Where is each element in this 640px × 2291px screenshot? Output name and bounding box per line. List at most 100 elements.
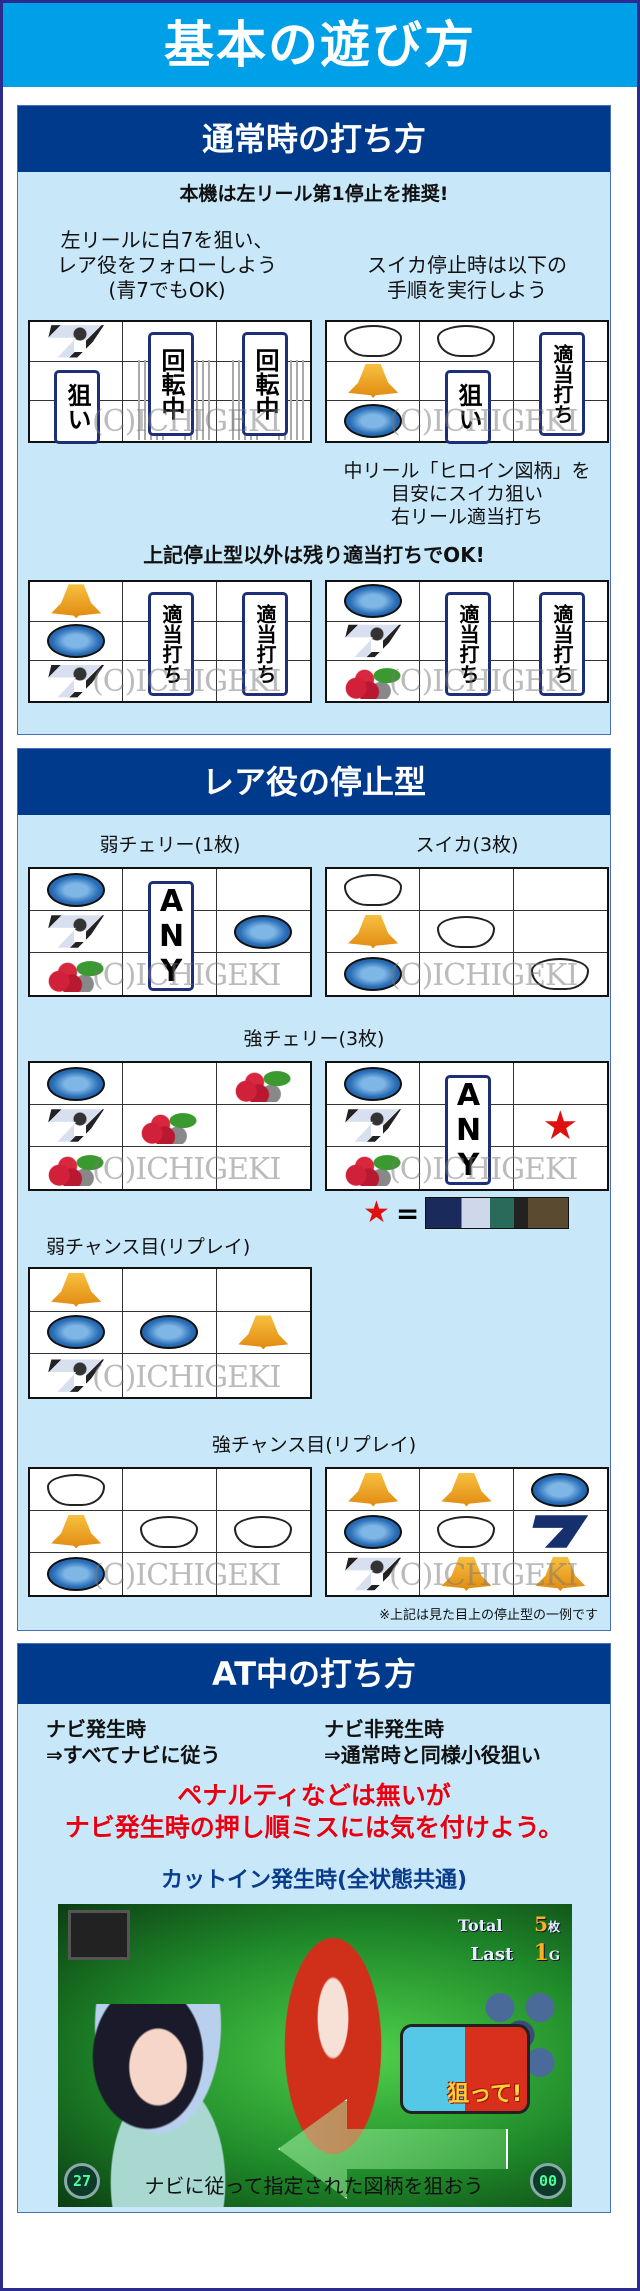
reel-cell: [30, 1147, 124, 1189]
cherry-symbol-icon: [235, 1065, 292, 1102]
bell-symbol-icon: [441, 1557, 492, 1591]
bell-symbol-icon: [441, 1472, 492, 1507]
reel-cell: [420, 869, 514, 911]
reel-cell: [216, 1063, 310, 1105]
reel-cell: [30, 621, 124, 662]
nerai-cutin-badge: 狙って!: [400, 2024, 530, 2114]
reel-cell: [327, 661, 421, 701]
reel-cell: [30, 1311, 124, 1355]
replay-symbol-icon: [344, 1514, 403, 1549]
white7-symbol-icon: [345, 624, 402, 658]
reel-cell: [513, 911, 607, 953]
watermelon-symbol-icon: [47, 1473, 106, 1506]
reel-cell: [30, 1269, 124, 1312]
reel-cell: [327, 1553, 421, 1595]
bell-symbol-icon: [348, 363, 399, 398]
cherry-symbol-icon: [48, 956, 105, 992]
bell-symbol-icon: [348, 1472, 399, 1507]
white7-symbol-icon: [48, 1109, 105, 1142]
tag-any: ANY: [148, 881, 194, 991]
white7-symbol-icon: [48, 915, 105, 948]
bell-symbol-icon: [535, 1557, 586, 1591]
reel-cell: [420, 1469, 514, 1511]
character-mayuri-image: [68, 2004, 268, 2207]
blue7-symbol-icon: [532, 1515, 589, 1548]
reel-cell: [30, 661, 124, 701]
replay-symbol-icon: [234, 914, 293, 949]
reel-cell: [327, 1105, 421, 1147]
pattern-label: 弱チェリー(1枚): [99, 834, 241, 856]
white7-symbol-icon: [345, 1557, 402, 1591]
pattern-label: 強チェリー(3枚): [243, 1028, 385, 1050]
reel-cell: [514, 1553, 607, 1595]
section-title: 通常時の打ち方: [18, 106, 610, 172]
reel-cell: [420, 1147, 514, 1189]
reel-cell: [216, 869, 310, 911]
white7-symbol-icon: [48, 664, 105, 698]
watermelon-symbol-icon: [234, 1515, 293, 1548]
reel-cell: [30, 1105, 124, 1147]
reel-cell: [30, 953, 124, 995]
white7-symbol-icon: [48, 1359, 105, 1392]
cherry-symbol-icon: [141, 1107, 198, 1144]
reel-cell: [216, 911, 310, 953]
watermelon-symbol-icon: [140, 1515, 199, 1548]
star-icon: ★: [542, 1105, 579, 1147]
reel-cell: [216, 1469, 310, 1511]
reel-cell: [327, 953, 421, 995]
reel-cell: [123, 1269, 217, 1312]
reel-grid-white7: 狙い 回転中 回転中 (C)ICHIGEKI: [28, 320, 312, 444]
reel-cell: [327, 361, 421, 402]
watermelon-symbol-icon: [437, 1515, 496, 1548]
reel-cell: [217, 1147, 310, 1189]
steins-gate-symbol-strip-icon: [425, 1197, 570, 1229]
reel-grid-other-2: 適当打ち 適当打ち (C)ICHIGEKI: [325, 580, 609, 703]
warning-line-2: ナビ発生時の押し順ミスには気を付けよう。: [64, 1813, 564, 1842]
section-title: レア役の停止型: [18, 749, 610, 815]
reel-cell: [420, 401, 514, 441]
right-caption: スイカ停止時は以下の 手順を実行しよう: [367, 253, 567, 302]
replay-symbol-icon: [344, 584, 403, 619]
reel-grid-strong-cherry-1: (C)ICHIGEKI: [28, 1061, 312, 1191]
reel-grid-watermelon: 狙い 適当打ち (C)ICHIGEKI: [325, 320, 609, 444]
left-counter: 27: [64, 2163, 100, 2199]
reel-cell: [420, 322, 514, 362]
reel-cell: [327, 911, 421, 953]
reel-cell: [123, 1553, 217, 1595]
cutin-caption: ナビに従って指定された図柄を狙おう: [144, 2174, 484, 2198]
section-at-play: AT中の打ち方 ナビ発生時 ⇒すべてナビに従う ナビ非発生時 ⇒通常時と同様小役…: [17, 1643, 611, 2213]
reel-grid-strong-chance-2: (C)ICHIGEKI: [325, 1467, 609, 1597]
reel-cell: [123, 1469, 217, 1511]
reel-cell: [420, 661, 514, 701]
reel-cell: [123, 1063, 217, 1105]
equals-sign: =: [395, 1196, 420, 1230]
reel-cell: [327, 869, 421, 911]
replay-symbol-icon: [47, 1066, 106, 1101]
reel-grid-weak-chance: (C)ICHIGEKI: [28, 1267, 312, 1399]
reel-cell: [513, 1511, 607, 1553]
warning-line-1: ペナルティなどは無いが: [177, 1781, 451, 1810]
tag-tekitou: 適当打ち: [148, 592, 194, 696]
pattern-label: 強チャンス目(リプレイ): [211, 1434, 417, 1456]
left-caption: 左リールに白7を狙い、 レア役をフォローしよう (青7でもOK): [57, 228, 277, 302]
tag-tekitou: 適当打ち: [539, 332, 585, 436]
footnote: ※上記は見た目上の停止型の一例です: [379, 1608, 598, 1623]
cherry-symbol-icon: [48, 1150, 105, 1186]
reel-grid-strong-cherry-2: ★ ANY (C)ICHIGEKI: [325, 1061, 609, 1191]
replay-symbol-icon: [344, 404, 403, 439]
tag-spinning: 回転中: [148, 332, 194, 436]
watermelon-symbol-icon: [437, 915, 496, 948]
reel-cell: [123, 401, 217, 441]
tag-any: ANY: [445, 1075, 491, 1185]
recommend-text: 本機は左リール第1停止を推奨!: [179, 183, 449, 205]
reel-cell: [30, 401, 124, 441]
replay-symbol-icon: [47, 1557, 106, 1591]
tag-spinning: 回転中: [242, 332, 288, 436]
reel-cell: [420, 1511, 514, 1553]
reel-cell: [514, 1147, 607, 1189]
reel-cell: [420, 1553, 514, 1595]
reel-cell: [327, 582, 421, 622]
tag-tekitou: 適当打ち: [539, 592, 585, 696]
reel-grid-weak-cherry: ANY (C)ICHIGEKI: [28, 867, 312, 997]
replay-symbol-icon: [47, 1315, 106, 1350]
